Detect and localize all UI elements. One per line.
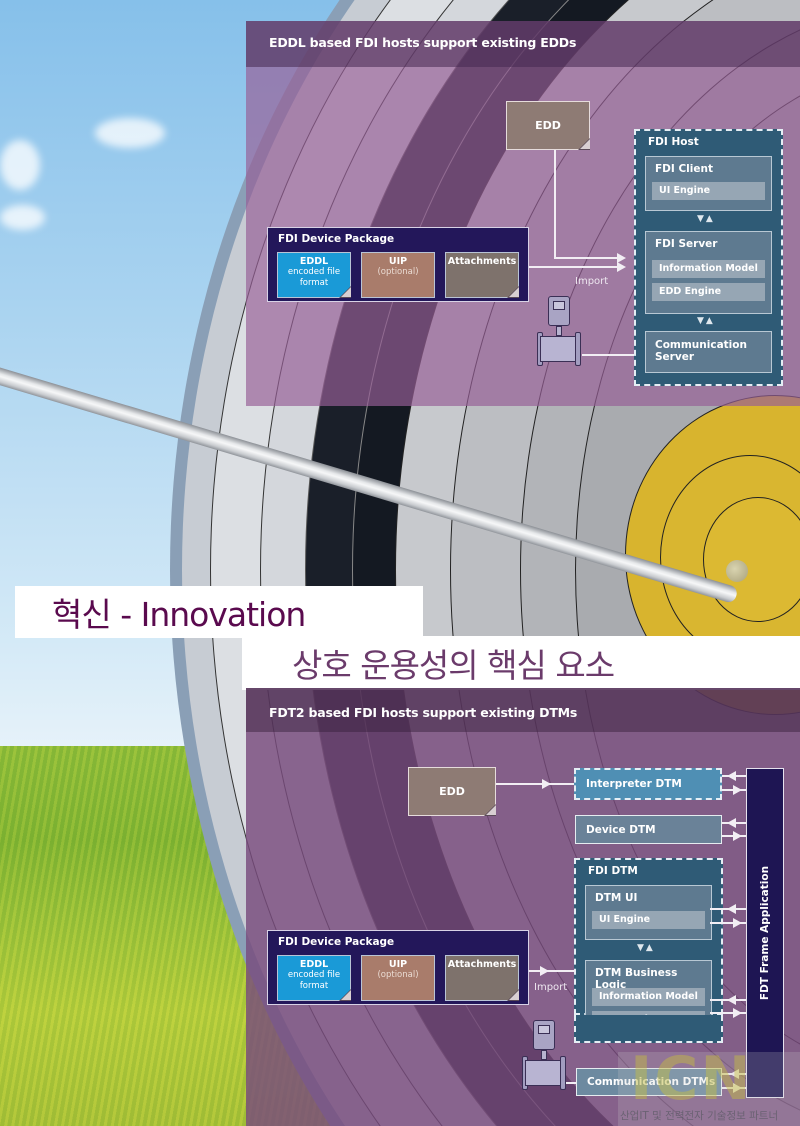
connector-line <box>566 1082 576 1084</box>
headline-interoperability: 상호 운용성의 핵심 요소 <box>292 646 615 685</box>
connector-line <box>529 970 575 972</box>
fdi-server: FDI Server Information Model EDD Engine <box>645 231 772 314</box>
import-label: Import <box>534 982 568 993</box>
panel-title: EDDL based FDI hosts support existing ED… <box>269 35 577 50</box>
fdi-device-package: FDI Device Package EDDL encoded file for… <box>267 227 529 302</box>
headline-innovation: 혁신 - Innovation <box>52 595 306 634</box>
fdt-frame-application: FDT Frame Application <box>746 768 784 1098</box>
edd-document: EDD <box>408 767 496 816</box>
headline-banner-1: 혁신 - Innovation <box>15 586 423 638</box>
page-fold-icon <box>507 989 519 1001</box>
fdi-dtm: FDI DTM DTM UI UI Engine ▼▲ DTM Business… <box>574 858 723 1040</box>
import-label: Import <box>575 276 609 287</box>
fdt2-diagram-panel: FDT2 based FDI hosts support existing DT… <box>246 688 800 1126</box>
connector-line <box>554 257 622 259</box>
connector-line <box>529 266 621 268</box>
bullseye-center <box>703 497 800 622</box>
package-title: FDI Device Package <box>278 233 395 245</box>
information-model-bar: Information Model <box>592 988 705 1006</box>
uip-tile: UIP (optional) <box>361 955 435 1001</box>
page-fold-icon <box>507 286 519 298</box>
arrow-right-icon <box>617 262 626 272</box>
communication-server: Communication Server <box>645 331 772 373</box>
connector-line <box>496 783 574 785</box>
page-fold-icon <box>339 989 351 1001</box>
dtm-ui: DTM UI UI Engine <box>585 885 712 940</box>
panel-header: FDT2 based FDI hosts support existing DT… <box>246 688 800 732</box>
connector-line <box>582 354 638 356</box>
watermark-logo: ICN <box>630 1044 753 1114</box>
arrow-right-icon <box>617 253 626 263</box>
arrow-right-icon <box>540 966 549 976</box>
edd-engine-bar: EDD Engine <box>652 283 765 301</box>
headline-banner-2: 상호 운용성의 핵심 요소 <box>242 636 800 690</box>
eddl-tile: EDDL encoded file format <box>277 955 351 1001</box>
fdi-device-package: FDI Device Package EDDL encoded file for… <box>267 930 529 1005</box>
field-device-icon <box>522 1020 566 1092</box>
arrow-right-icon <box>542 779 551 789</box>
exchange-arrows-icon: ▼▲ <box>637 943 655 953</box>
attachments-tile: Attachments <box>445 955 519 1001</box>
connector-line <box>554 150 556 258</box>
fdi-host: FDI Host FDI Client UI Engine ▼▲ FDI Ser… <box>634 129 783 386</box>
watermark: ICN 산업IT 및 전력전자 기술정보 파트너 <box>618 1044 800 1126</box>
ui-engine-bar: UI Engine <box>592 911 705 929</box>
communication-dtms: Communication DTMs <box>576 1068 722 1096</box>
device-dtm: Device DTM <box>575 815 722 844</box>
fdi-host-title: FDI Host <box>648 136 699 148</box>
cloud <box>95 118 165 148</box>
exchange-arrows-icon: ▼▲ <box>697 316 715 326</box>
package-title: FDI Device Package <box>278 936 395 948</box>
watermark-tagline: 산업IT 및 전력전자 기술정보 파트너 <box>620 1110 779 1122</box>
information-model-bar: Information Model <box>652 260 765 278</box>
cloud <box>0 140 40 190</box>
cloud <box>0 205 45 230</box>
interpreter-dtm: Interpreter DTM <box>574 768 722 800</box>
eddl-tile: EDDL encoded file format <box>277 252 351 298</box>
arrow-tip <box>726 560 748 582</box>
uip-tile: UIP (optional) <box>361 252 435 298</box>
exchange-arrows-icon: ▼▲ <box>697 214 715 224</box>
page-fold-icon <box>578 138 590 150</box>
panel-title: FDT2 based FDI hosts support existing DT… <box>269 705 578 720</box>
panel-header: EDDL based FDI hosts support existing ED… <box>246 21 800 67</box>
attachments-tile: Attachments <box>445 252 519 298</box>
fdi-dtm-title: FDI DTM <box>588 865 638 877</box>
edd-document: EDD <box>506 101 590 150</box>
page-fold-icon <box>484 804 496 816</box>
page-fold-icon <box>339 286 351 298</box>
fdi-client: FDI Client UI Engine <box>645 156 772 211</box>
field-device-icon <box>537 296 581 368</box>
ui-engine-bar: UI Engine <box>652 182 765 200</box>
